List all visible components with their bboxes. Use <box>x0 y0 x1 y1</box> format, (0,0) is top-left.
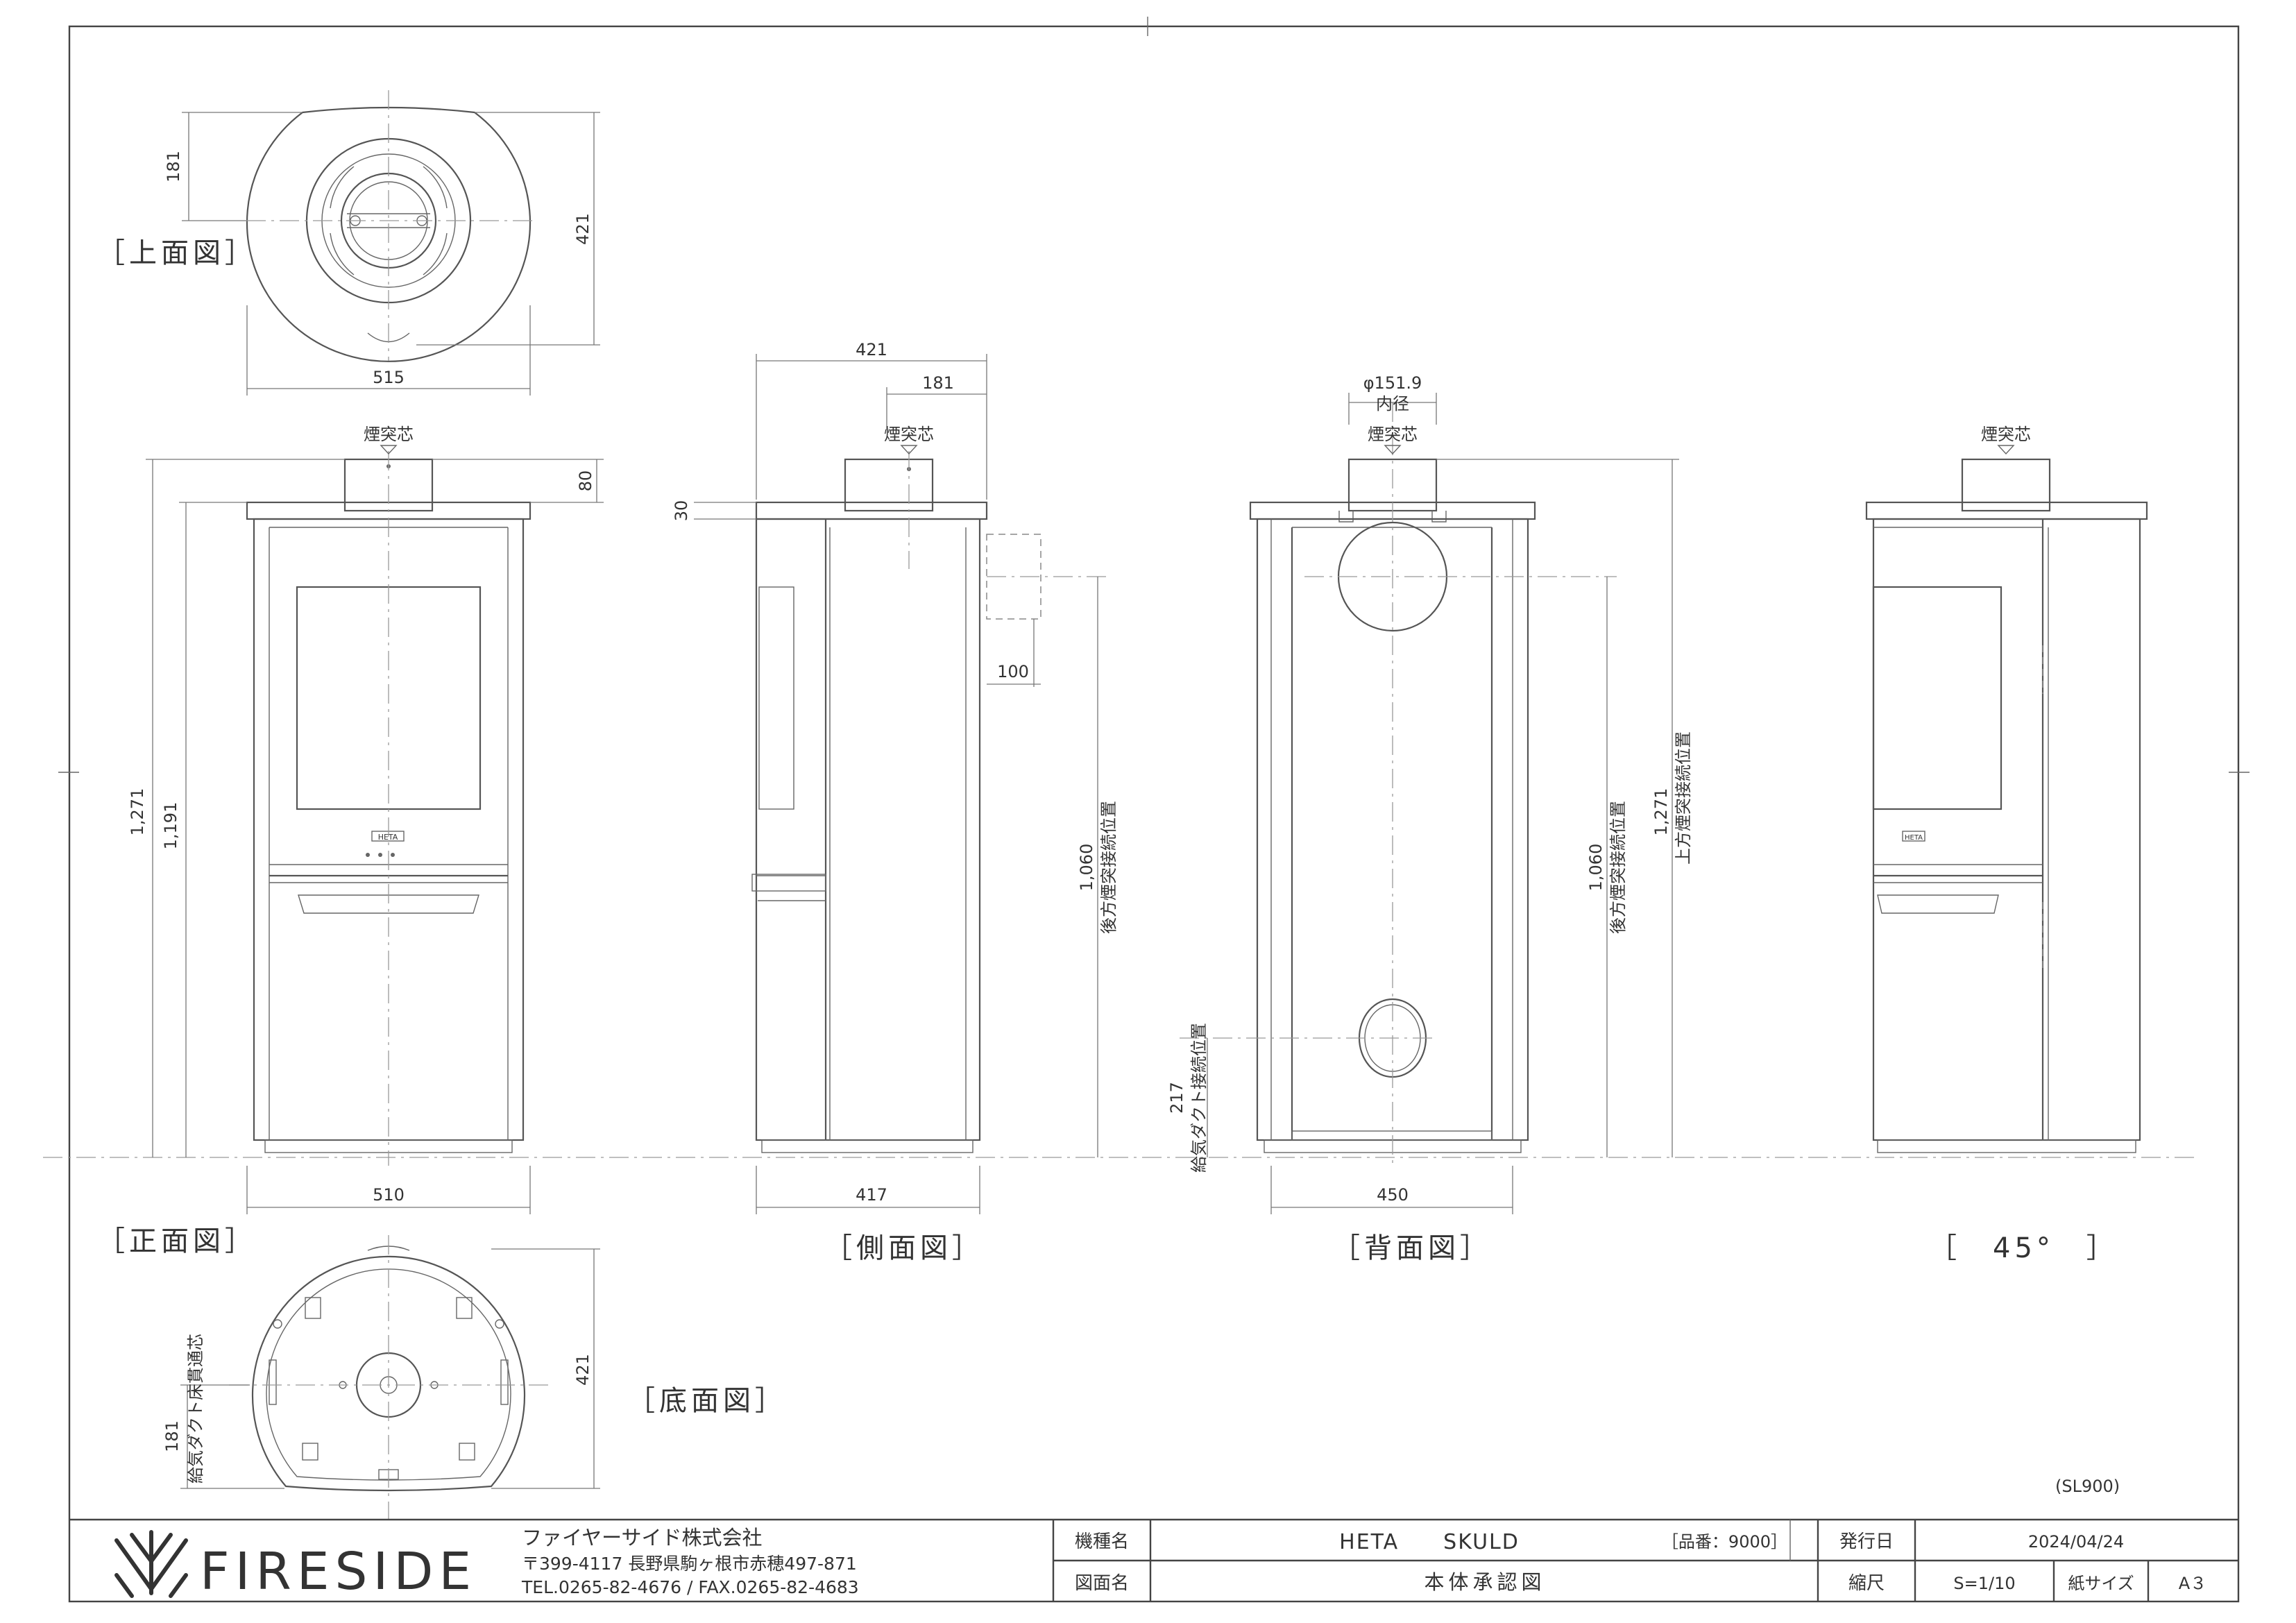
air-duct-connection-back: 給気ダクト接続位置 <box>1189 1023 1209 1173</box>
top-view: 181 421 515 <box>164 90 600 396</box>
front-view: 1,271 1,191 80 510 煙突芯 HETA <box>128 425 604 1214</box>
dim-front-1191: 1,191 <box>161 802 180 850</box>
dim-back-450: 450 <box>1377 1185 1409 1205</box>
dim-back-1060: 1,060 <box>1586 844 1606 892</box>
drawing-label: 図面名 <box>1075 1573 1129 1594</box>
dim-side-100: 100 <box>997 662 1029 681</box>
dim-back-217: 217 <box>1167 1082 1187 1114</box>
front-brand-plate: HETA <box>378 833 398 842</box>
dim-bottom-421: 421 <box>573 1354 593 1386</box>
fireside-logo-icon <box>114 1530 188 1598</box>
flue-center-side: 煙突芯 <box>884 425 934 444</box>
dim-side-30: 30 <box>672 500 691 522</box>
model-name: HETA SKULD <box>1339 1530 1520 1554</box>
label-bottom-view: ［底面図］ <box>627 1385 787 1417</box>
angle-view: 煙突芯 HETA <box>1865 425 2148 1153</box>
paper-label: 紙サイズ <box>2068 1574 2134 1593</box>
top-connection-back: 上方煙突接続位置 <box>1674 731 1693 865</box>
angle-brand-plate: HETA <box>1905 834 1923 842</box>
flue-center-angle: 煙突芯 <box>1981 425 2031 444</box>
sheet-frame <box>68 25 2240 1603</box>
dim-front-510: 510 <box>373 1185 405 1205</box>
label-top-view: ［上面図］ <box>97 237 257 269</box>
side-view: 421 181 30 100 1,060 後方煙突接続位置 417 煙突芯 <box>672 340 1119 1214</box>
label-front-view: ［正面図］ <box>97 1225 257 1257</box>
product-number: ［品番：9000］ <box>1662 1532 1787 1552</box>
company-name: ファイヤーサイド株式会社 <box>522 1526 763 1549</box>
air-duct-floor-bottom: 給気ダクト床貫通芯 <box>186 1334 205 1484</box>
company-phone: TEL.0265-82-4676 / FAX.0265-82-4683 <box>521 1577 859 1597</box>
company-address: 〒399-4117 長野県駒ヶ根市赤穂497-871 <box>522 1554 857 1574</box>
scale-value: S=1/10 <box>1953 1574 2015 1593</box>
back-inner-diameter-value: φ151.9 <box>1363 373 1422 393</box>
dim-front-80: 80 <box>576 470 595 492</box>
dim-top-421: 421 <box>573 213 593 245</box>
issue-label: 発行日 <box>1839 1531 1894 1552</box>
dim-side-181: 181 <box>922 373 954 393</box>
flue-center-back: 煙突芯 <box>1368 425 1418 444</box>
scale-label: 縮尺 <box>1848 1573 1885 1594</box>
rear-connection-side: 後方煙突接続位置 <box>1099 801 1119 934</box>
label-angle-view: ［ 45° ］ <box>1929 1232 2118 1264</box>
dim-back-1271: 1,271 <box>1651 788 1671 836</box>
logo-text: FIRESIDE <box>200 1542 477 1601</box>
label-back-view: ［背面図］ <box>1332 1232 1492 1264</box>
dim-side-417: 417 <box>856 1185 887 1205</box>
dim-top-181: 181 <box>164 151 183 182</box>
back-inner-diameter-label: 内径 <box>1376 394 1409 414</box>
rear-connection-back: 後方煙突接続位置 <box>1608 801 1628 934</box>
back-view: φ151.9 内径 煙突芯 1,060 後方煙突接続位置 1,271 上方煙突接… <box>1167 373 1693 1214</box>
paper-size: A３ <box>2179 1574 2206 1593</box>
issue-date: 2024/04/24 <box>2028 1532 2124 1552</box>
drawing-name: 本体承認図 <box>1424 1570 1545 1594</box>
drawing-code: (SL900) <box>2055 1477 2120 1496</box>
dim-front-1271: 1,271 <box>128 788 147 836</box>
model-label: 機種名 <box>1075 1531 1129 1552</box>
dim-side-1060: 1,060 <box>1077 844 1096 892</box>
dim-side-421: 421 <box>856 340 887 359</box>
flue-center-front: 煙突芯 <box>364 425 414 444</box>
dim-bottom-181: 181 <box>162 1420 182 1452</box>
title-block: FIRESIDE ファイヤーサイド株式会社 〒399-4117 長野県駒ヶ根市赤… <box>69 1518 2238 1601</box>
bottom-view: 421 181 給気ダクト床貫通芯 <box>162 1235 600 1520</box>
dim-top-515: 515 <box>373 368 405 387</box>
label-side-view: ［側面図］ <box>824 1232 984 1264</box>
